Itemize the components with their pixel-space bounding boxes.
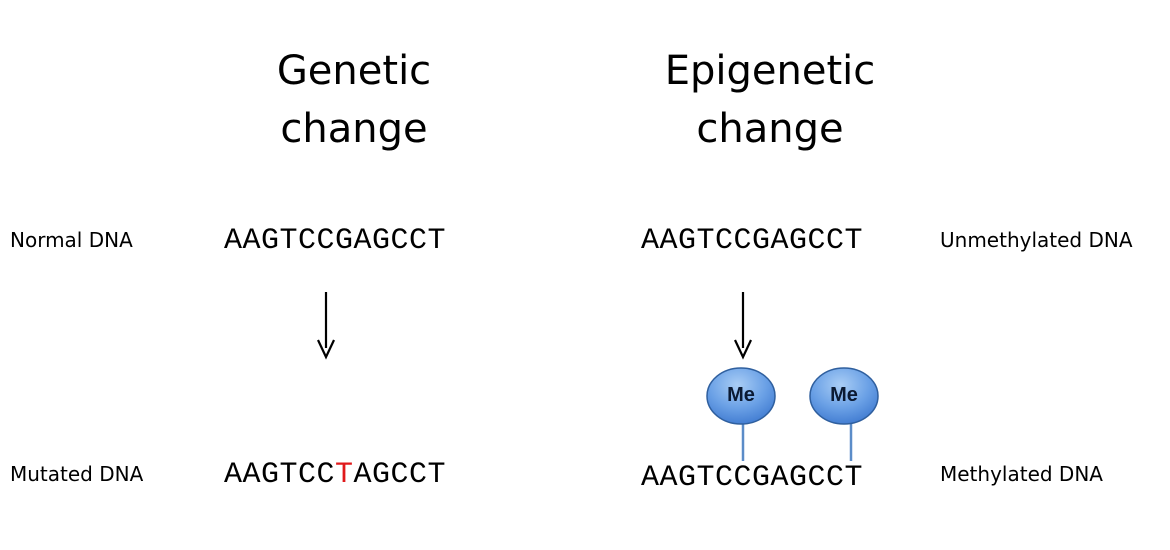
genetic-heading-line-1: Genetic [276, 48, 432, 94]
genetic-change-heading: Genetic change [204, 42, 504, 158]
mutated-dna-sequence: AAGTCCTAGCCT [224, 458, 446, 492]
methylated-dna-sequence: AAGTCCGAGCCT [641, 461, 864, 495]
methyl-group-2-icon [809, 367, 879, 425]
mutated-dna-label: Mutated DNA [10, 462, 144, 486]
methyl-label-2: Me [830, 384, 858, 406]
mutated-sequence-suffix: AGCCT [353, 458, 447, 492]
mutated-sequence-prefix: AAGTCC [224, 458, 336, 492]
mutated-base: T [335, 458, 354, 492]
unmethylated-dna-label: Unmethylated DNA [940, 228, 1133, 252]
methyl-label-1: Me [727, 384, 755, 406]
methyl-group-1-icon [706, 367, 776, 425]
epigenetic-change-heading: Epigenetic change [620, 42, 920, 158]
genetic-heading-line-2: change [280, 106, 428, 152]
normal-dna-sequence: AAGTCCGAGCCT [224, 224, 447, 258]
epigenetic-arrow-icon [734, 292, 752, 360]
epigenetic-heading-line-2: change [696, 106, 844, 152]
unmethylated-dna-sequence: AAGTCCGAGCCT [641, 224, 864, 258]
normal-dna-label: Normal DNA [10, 228, 133, 252]
genetic-arrow-icon [317, 292, 335, 360]
epigenetic-heading-line-1: Epigenetic [664, 48, 876, 94]
methylated-dna-label: Methylated DNA [940, 462, 1103, 486]
